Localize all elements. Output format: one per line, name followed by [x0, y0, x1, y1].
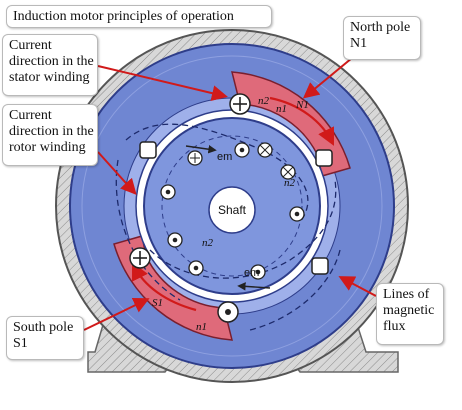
shaft-label: Shaft — [218, 203, 247, 217]
stator-conductor-plus — [129, 247, 151, 269]
south-pole-callout: South pole S1 — [6, 316, 84, 360]
stator-current-callout: Current direction in the stator winding — [2, 34, 98, 96]
rotor-current-callout: Current direction in the rotor winding — [2, 104, 98, 166]
em-label-bottom: em — [244, 267, 259, 279]
stator-conductor-plus — [229, 93, 251, 115]
n2-label: n2 — [258, 95, 270, 107]
stator-slot — [311, 257, 329, 275]
S1-pole-text: S1 — [152, 297, 163, 309]
callout-line: rotor winding — [9, 140, 86, 155]
callout-line: stator winding — [9, 70, 90, 85]
stator-conductor-dot — [217, 301, 239, 323]
diagram-title-text: Induction motor principles of operation — [13, 9, 234, 24]
callout-line: S1 — [13, 336, 28, 351]
stator-slot — [315, 149, 333, 167]
callout-line: direction in the — [9, 54, 94, 69]
callout-line: flux — [383, 319, 406, 334]
stator-slot — [139, 141, 157, 159]
callout-line: South pole — [13, 320, 74, 335]
callout-line: magnetic — [383, 303, 435, 318]
callout-line: direction in the — [9, 124, 94, 139]
stator-current-arrows — [132, 96, 334, 312]
n1-label: n1 — [276, 103, 287, 115]
em-label-top: em — [217, 151, 232, 163]
rotor-conductors — [160, 142, 305, 280]
n2-label: n2 — [284, 177, 296, 189]
callout-line: Lines of — [383, 287, 430, 302]
callout-line: Current — [9, 108, 52, 123]
callout-line: N1 — [350, 36, 368, 51]
n1-label: n1 — [196, 321, 207, 333]
north-pole-callout: North pole N1 — [343, 16, 421, 60]
callout-line: North pole — [350, 20, 411, 35]
flux-lines-callout: Lines of magnetic flux — [376, 283, 444, 345]
n2-label: n2 — [202, 237, 214, 249]
callout-line: Current — [9, 38, 52, 53]
diagram-title: Induction motor principles of operation — [6, 5, 272, 28]
N1-pole-text: N1 — [295, 99, 309, 111]
force-arrows — [185, 145, 271, 291]
leader-arrows — [83, 57, 377, 331]
shaft — [208, 186, 256, 234]
